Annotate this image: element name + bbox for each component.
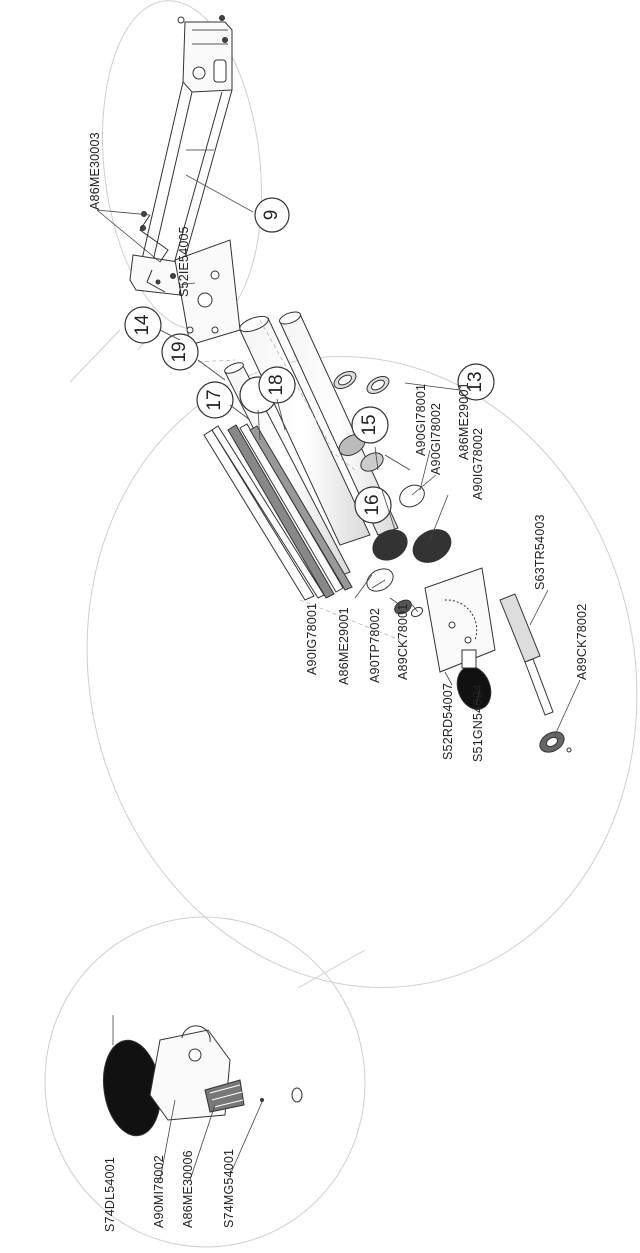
callout-17: 17 — [204, 389, 225, 411]
callout-9: 9 — [261, 209, 282, 221]
callout-13: 13 — [465, 371, 486, 393]
assembly-9-frame — [129, 15, 254, 296]
callout-circles-main — [124, 306, 495, 524]
label-a90ig78001: A90IG78001 — [305, 602, 319, 675]
label-a86me29001-bottom: A86ME29001 — [337, 607, 351, 685]
label-s63tr54003: S63TR54003 — [533, 514, 547, 590]
rods-17-18-19 — [203, 423, 353, 601]
label-a90tp78002: A90TP78002 — [368, 608, 382, 683]
label-s52rd54007: S52RD54007 — [441, 682, 455, 760]
label-a86me30006: A86ME30006 — [181, 1150, 195, 1228]
label-a90ig78002: A90IG78002 — [471, 427, 485, 500]
leader-lines — [96, 209, 581, 736]
label-s51gn54004: S51GN54004 — [471, 684, 485, 762]
knob-leader-lines — [112, 1015, 263, 1181]
label-a89ck78001: A89CK78001 — [396, 603, 410, 680]
callout-9-circle — [254, 197, 290, 233]
knob-assembly — [102, 1025, 303, 1137]
label-s52ie54005: S52IE54005 — [177, 226, 191, 297]
roller-15 — [279, 311, 399, 536]
spring-wire — [139, 214, 176, 293]
callout-18: 18 — [266, 374, 287, 396]
end-plate-top — [174, 239, 241, 346]
label-a90mi78002: A90MI78002 — [152, 1155, 166, 1228]
label-s74mg54001: S74MG54001 — [222, 1148, 236, 1228]
gear-housing — [424, 567, 496, 673]
callout-19: 19 — [169, 341, 190, 363]
gear-set — [338, 434, 452, 618]
label-a90gi78002: A90GI78002 — [429, 402, 443, 475]
label-a90gi78001: A90GI78001 — [414, 383, 428, 456]
knob — [456, 649, 492, 710]
bearing-13 — [333, 370, 390, 395]
callout-15: 15 — [359, 414, 380, 436]
label-a89ck78002: A89CK78002 — [575, 603, 589, 680]
label-s74dl54001: S74DL54001 — [103, 1157, 117, 1232]
label-a86me30003: A86ME30003 — [88, 132, 102, 210]
callout-16: 16 — [362, 494, 383, 516]
callout-14: 14 — [132, 314, 153, 336]
detail-ellipse-knob — [44, 916, 366, 1248]
shaft — [499, 593, 572, 753]
